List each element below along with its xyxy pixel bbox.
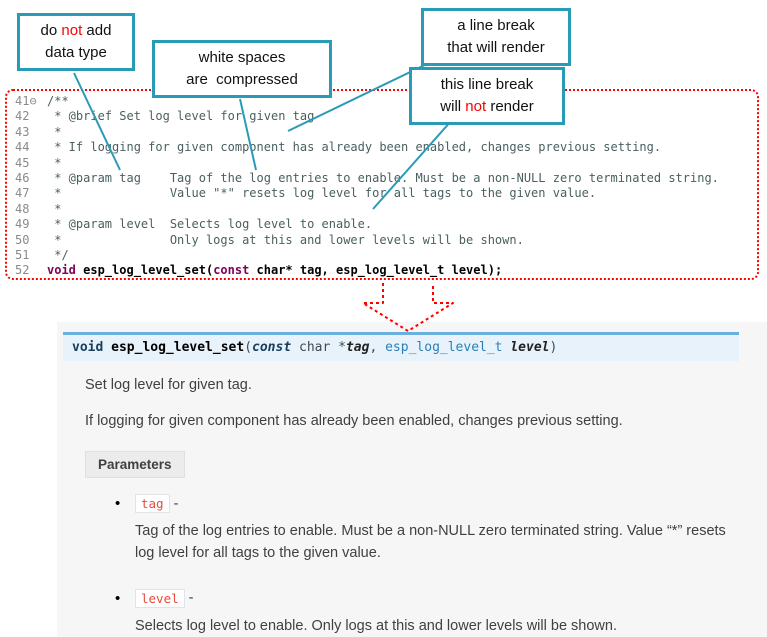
declaration-rest: char* tag, esp_log_level_t level);	[249, 263, 503, 278]
function-signature: void esp_log_level_set(const char *tag, …	[63, 332, 739, 361]
bullet-icon	[115, 590, 135, 607]
line-number: 44	[15, 140, 30, 155]
keyword-void: void	[47, 263, 76, 278]
code-line: 50 * Only logs at this and lower levels …	[15, 233, 757, 248]
code-line-declaration: 52 void esp_log_level_set(const char* tag…	[15, 263, 757, 278]
line-number: 52	[15, 263, 30, 278]
param-desc: Tag of the log entries to enable. Must b…	[135, 523, 726, 562]
sig-type-link: esp_log_level_t	[385, 340, 511, 355]
code-line: 45 *	[15, 156, 757, 171]
line-number: 46	[15, 171, 30, 186]
callout-text-line: are compressed	[186, 70, 298, 88]
callout-line-break-renders: a line break that will render	[421, 8, 571, 66]
code-editor-snippet: 41⊖ /** 42 * @brief Set log level for giv…	[5, 89, 759, 280]
line-number: 50	[15, 232, 30, 247]
callout-text-line: a line break	[457, 17, 535, 34]
rendered-docs-panel: void esp_log_level_set(const char *tag, …	[57, 322, 767, 637]
sig-param-name: tag	[345, 340, 370, 355]
param-name-chip: tag	[135, 494, 170, 513]
code-text: *	[47, 155, 62, 170]
callout-whitespace-compressed: white spaces are compressed	[152, 40, 332, 98]
param-item: level - Selects log level to enable. Onl…	[115, 588, 737, 637]
code-line: 51 */	[15, 248, 757, 263]
highlighted-not: not	[61, 22, 83, 39]
code-line: 43 *	[15, 125, 757, 140]
callout-text-line: will not render	[440, 97, 534, 115]
code-text: *	[47, 201, 62, 216]
code-line: 49 * @param level Selects log level to e…	[15, 217, 757, 232]
callout-text-line: white spaces	[198, 49, 286, 66]
callout-text-line: do not add	[40, 22, 112, 39]
code-text: * @brief Set log level for given tag	[47, 109, 315, 124]
code-text: void esp_log_level_set(const char* tag, …	[47, 263, 502, 278]
code-text: * Value "*" resets log level for all tag…	[47, 186, 597, 201]
code-line: 41⊖ /**	[15, 94, 757, 109]
parameter-list: tag - Tag of the log entries to enable. …	[115, 494, 737, 637]
detail-text: If logging for given component has alrea…	[85, 413, 623, 429]
line-number: 47	[15, 186, 30, 201]
code-text: * Only logs at this and lower levels wil…	[47, 232, 524, 247]
keyword-const: const	[213, 263, 250, 278]
callout-text-line: data type	[45, 43, 107, 61]
code-line: 48 *	[15, 202, 757, 217]
code-line: 46 * @param tag Tag of the log entries t…	[15, 171, 757, 186]
code-line: 44 * If logging for given component has …	[15, 140, 757, 155]
param-item: tag - Tag of the log entries to enable. …	[115, 494, 737, 565]
sig-const-keyword: const	[252, 340, 292, 355]
code-text: * @param level Selects log level to enab…	[47, 217, 373, 232]
line-number: 49	[15, 217, 30, 232]
function-name: esp_log_level_set(	[75, 263, 214, 278]
callout-text-line: that will render	[447, 38, 545, 56]
param-desc: Selects log level to enable. Only logs a…	[135, 617, 617, 634]
brief-text: Set log level for given tag.	[85, 377, 252, 393]
highlighted-not: not	[465, 97, 487, 115]
line-number: 42	[15, 109, 30, 124]
code-line: 47 * Value "*" resets log level for all …	[15, 186, 757, 201]
parameters-header: Parameters	[85, 451, 185, 478]
sig-function-name: esp_log_level_set	[103, 340, 245, 355]
sig-return-type: void	[72, 340, 104, 355]
callout-no-data-type: do not add data type	[17, 13, 135, 71]
code-text: * If logging for given component has alr…	[47, 140, 662, 155]
code-text: *	[47, 124, 62, 139]
docs-body: Set log level for given tag. If logging …	[57, 377, 767, 637]
code-line: 42 * @brief Set log level for given tag	[15, 109, 757, 124]
callout-text-line: this line break	[440, 76, 534, 93]
line-number: 45	[15, 155, 30, 170]
callout-line-break-not-render: this line break will not render	[409, 67, 565, 125]
code-text: * @param tag Tag of the log entries to e…	[47, 171, 719, 186]
code-text: /**	[47, 94, 69, 108]
sig-param-name: level	[510, 340, 550, 355]
param-name-chip: level	[135, 588, 185, 608]
line-number: 41⊖	[15, 94, 37, 108]
line-number: 43	[15, 124, 30, 139]
sig-param-type: char *	[291, 340, 346, 355]
code-text: */	[47, 248, 69, 263]
line-number: 48	[15, 201, 30, 216]
bullet-icon	[115, 495, 135, 512]
line-number: 51	[15, 248, 30, 263]
